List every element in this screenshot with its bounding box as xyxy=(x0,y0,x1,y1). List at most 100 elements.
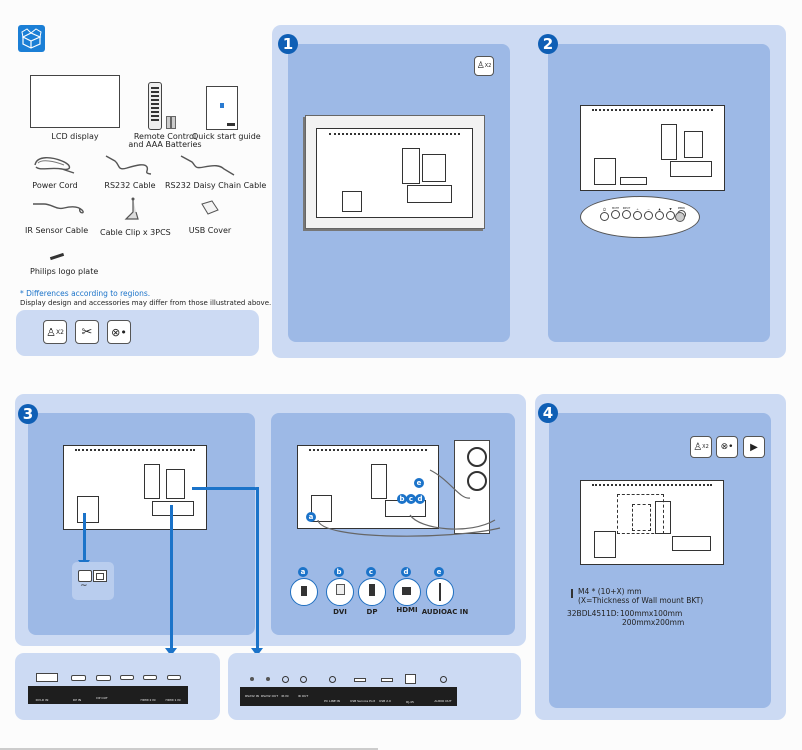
ac-symbol: ~ xyxy=(80,581,88,591)
accessory-label: Power Cord xyxy=(32,181,78,190)
vesa-size-2: 200mmx200mm xyxy=(622,618,685,627)
dvi-port-icon xyxy=(36,673,58,682)
minus-button: − xyxy=(644,207,653,221)
control-port-label-strip xyxy=(240,687,457,706)
arrow-head xyxy=(251,648,263,656)
packaged-display-image xyxy=(305,115,485,229)
ac-inlet-icon xyxy=(78,570,92,582)
rs232-in-port-icon xyxy=(250,677,254,681)
power-plug-icon xyxy=(290,578,318,606)
input-button: INPUT xyxy=(622,207,631,221)
people-count: X2 xyxy=(702,444,709,450)
step-4-badge: 4 xyxy=(538,403,558,423)
display-back-image xyxy=(580,105,725,191)
power-arrow xyxy=(83,513,86,563)
usb-service-port-icon xyxy=(354,678,366,682)
step-3-badge: 3 xyxy=(18,404,38,424)
pc-tower-image xyxy=(454,440,490,534)
connector-label: HDMI xyxy=(396,606,418,614)
connector-badge: c xyxy=(366,567,376,577)
screw-icon xyxy=(571,589,573,598)
port-label: USB 2.0 xyxy=(379,699,391,703)
lcd-display-image xyxy=(30,75,120,128)
arrow-head xyxy=(165,648,177,656)
two-people-icon: ♙X2 xyxy=(43,320,67,344)
regions-note-title: * Differences according to regions. xyxy=(20,289,151,298)
rs232-daisy-chain-cable-image xyxy=(180,155,235,176)
display-back-image xyxy=(316,128,473,218)
cable-clip-image xyxy=(124,197,139,220)
screw-note: (X=Thickness of Wall mount BKT) xyxy=(578,596,704,605)
control-arrow xyxy=(256,487,259,651)
accessory-label: Quick start guide xyxy=(192,132,261,141)
accessory-label: Philips logo plate xyxy=(30,267,99,276)
port-label: IR IN xyxy=(281,694,289,698)
port-label: AUDIO OUT xyxy=(434,699,452,703)
hdmi-plug-icon xyxy=(393,578,421,606)
accessory-label: RS232 Daisy Chain Cable xyxy=(165,181,267,190)
usb-port-icon xyxy=(381,678,393,682)
two-people-icon: ♙X2 xyxy=(690,436,712,458)
control-ports-panel xyxy=(228,653,521,720)
port-label: DP IN xyxy=(72,698,82,702)
ir-sensor-icon xyxy=(675,212,685,222)
ir-out-port-icon xyxy=(300,676,307,683)
screw-spec: M4 * (10+X) mm xyxy=(578,587,642,596)
accessory-label: LCD display xyxy=(51,132,99,141)
accessory-label: RS232 Cable xyxy=(104,181,156,190)
drill-icon: ▶ xyxy=(743,436,765,458)
port-label: RS232 IN xyxy=(245,694,259,698)
power-switch-icon xyxy=(93,570,107,582)
port-label: USB Service Port xyxy=(350,699,376,703)
connector-a-marker: a xyxy=(306,512,316,522)
connector-b-marker: b xyxy=(397,494,407,504)
control-arrow-horizontal xyxy=(192,487,258,490)
dp-in-port-icon xyxy=(71,675,86,681)
port-label: DP OUT xyxy=(96,696,108,700)
philips-logo-plate-image xyxy=(49,252,65,261)
port-label: PC LINE IN xyxy=(324,699,340,703)
display-back-image xyxy=(580,480,724,565)
vesa-size-1: 100mmx100mm xyxy=(620,609,683,618)
port-label: RJ-45 xyxy=(406,700,414,704)
display-back-image xyxy=(63,445,207,530)
connector-badge: b xyxy=(334,567,344,577)
control-buttons-row: ⏻ MUTE INPUT + − ▲ ▼ MENU xyxy=(600,207,686,221)
port-label: DVI-D IN xyxy=(35,698,49,702)
step-2-panel xyxy=(548,44,770,342)
dvi-plug-icon xyxy=(326,578,354,606)
hdmi-port-icon xyxy=(120,675,134,680)
up-button: ▲ xyxy=(655,207,664,221)
accessory-label: and AAA Batteries xyxy=(128,140,202,149)
battery-icon xyxy=(166,116,171,129)
accessory-label: Remote Control xyxy=(133,132,197,141)
screwdriver-icon: ⊗• xyxy=(107,320,131,344)
connector-label: AUDIOAC IN xyxy=(421,608,469,616)
people-count: X2 xyxy=(484,63,492,69)
two-people-icon: ♙X2 xyxy=(474,56,494,76)
audio-plug-icon xyxy=(426,578,454,606)
step-1-badge: 1 xyxy=(278,34,298,54)
people-count: X2 xyxy=(55,328,64,336)
rj45-port-icon xyxy=(405,674,416,684)
dp-plug-icon xyxy=(358,578,386,606)
connector-d-marker: d xyxy=(415,494,425,504)
rs232-cable-image xyxy=(105,155,152,175)
power-button: ⏻ xyxy=(600,207,609,221)
power-cord-image xyxy=(34,157,75,174)
package-icon xyxy=(18,25,45,52)
ir-sensor-cable-image xyxy=(33,203,84,214)
down-button: ▼ xyxy=(666,207,675,221)
rs232-out-port-icon xyxy=(266,677,270,681)
screwdriver-icon: ⊗• xyxy=(716,436,738,458)
connector-c-marker: c xyxy=(406,494,416,504)
dp-out-port-icon xyxy=(96,675,111,681)
tools-panel: ♙X2 ✂ ⊗• xyxy=(16,310,259,356)
hdmi-port-icon xyxy=(167,675,181,680)
port-label: HDMI 2 IN xyxy=(140,698,156,702)
hdmi-port-icon xyxy=(143,675,157,680)
accessory-label: Cable Clip x 3PCS xyxy=(100,228,171,237)
connector-label: DP xyxy=(366,608,378,616)
battery-icon xyxy=(171,116,176,129)
mute-button: MUTE xyxy=(611,207,620,221)
